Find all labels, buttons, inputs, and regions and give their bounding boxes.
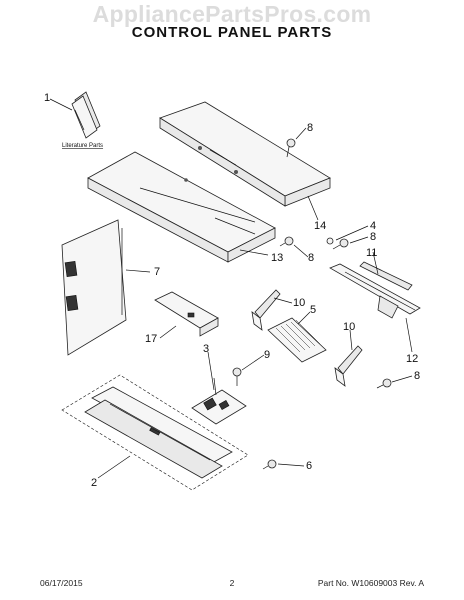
callout-6: 6 xyxy=(306,460,312,472)
screw-9 xyxy=(232,367,242,386)
screw-8-middle xyxy=(332,238,349,250)
callout-1: 1 xyxy=(44,92,50,104)
control-panel-bracket xyxy=(87,151,276,263)
washer-4 xyxy=(326,237,334,245)
callout-17: 17 xyxy=(145,333,157,345)
callout-7: 7 xyxy=(154,266,160,278)
callout-8: 8 xyxy=(307,122,313,134)
callout-4: 4 xyxy=(370,220,376,232)
footer-date: 06/17/2015 xyxy=(40,578,83,588)
callout-8: 8 xyxy=(308,252,314,264)
screw-8-top xyxy=(286,138,296,158)
mounting-clip-lower xyxy=(334,345,363,387)
leader-lines xyxy=(49,98,413,479)
mounting-bracket xyxy=(154,291,219,337)
footer-part-number: Part No. W10609003 Rev. A xyxy=(318,578,424,588)
side-panel xyxy=(61,219,127,356)
page-title: CONTROL PANEL PARTS xyxy=(132,24,332,41)
callout-5: 5 xyxy=(310,304,316,316)
trim-strip xyxy=(359,261,413,291)
top-cover-panel xyxy=(159,101,331,207)
screw-8-right xyxy=(376,378,392,389)
literature-parts-booklet xyxy=(71,91,101,139)
footer-page-number: 2 xyxy=(230,578,235,588)
console-assembly xyxy=(61,374,249,491)
rail-bracket xyxy=(329,263,421,319)
literature-parts-label: Literature Parts xyxy=(62,143,103,149)
callout-10: 10 xyxy=(343,321,355,333)
callout-9: 9 xyxy=(264,349,270,361)
cooling-fan xyxy=(267,317,327,363)
callout-3: 3 xyxy=(203,343,209,355)
callout-14: 14 xyxy=(314,220,326,232)
callout-13: 13 xyxy=(271,252,283,264)
callout-12: 12 xyxy=(406,353,418,365)
callout-10: 10 xyxy=(293,297,305,309)
callout-8: 8 xyxy=(370,231,376,243)
mounting-clip-upper xyxy=(251,289,281,331)
screw-6 xyxy=(262,459,277,470)
callout-11: 11 xyxy=(366,247,377,259)
callout-8: 8 xyxy=(414,370,420,382)
control-board xyxy=(191,377,247,425)
callout-2: 2 xyxy=(91,477,97,489)
watermark-text: AppliancePartsPros.com xyxy=(93,1,372,27)
screw-8-left xyxy=(279,236,294,247)
